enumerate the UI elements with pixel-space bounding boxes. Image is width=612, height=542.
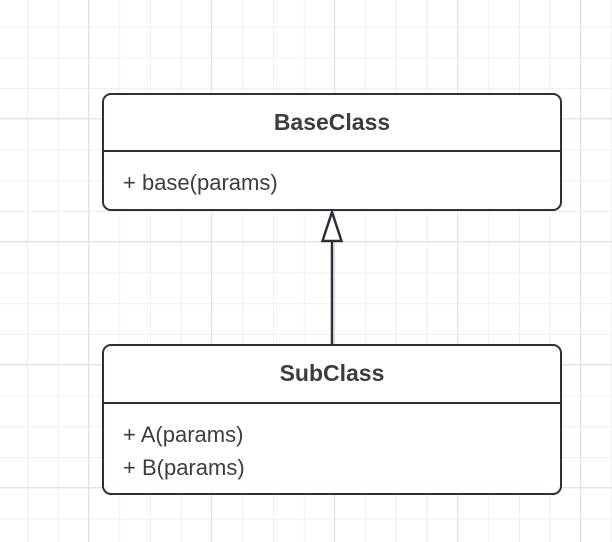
- inheritance-arrowhead-icon: [320, 210, 344, 243]
- inheritance-arrow[interactable]: [312, 210, 352, 347]
- subclass-member: + B(params): [123, 454, 245, 480]
- subclass-members: + A(params) + B(params): [104, 404, 560, 494]
- baseclass-members: + base(params): [104, 152, 560, 210]
- uml-class-baseclass[interactable]: BaseClass + base(params): [102, 93, 562, 211]
- baseclass-member: + base(params): [123, 169, 278, 195]
- subclass-member: + A(params): [123, 421, 244, 447]
- uml-class-subclass[interactable]: SubClass + A(params) + B(params): [102, 344, 562, 495]
- baseclass-title: BaseClass: [104, 95, 560, 152]
- subclass-title: SubClass: [104, 346, 560, 404]
